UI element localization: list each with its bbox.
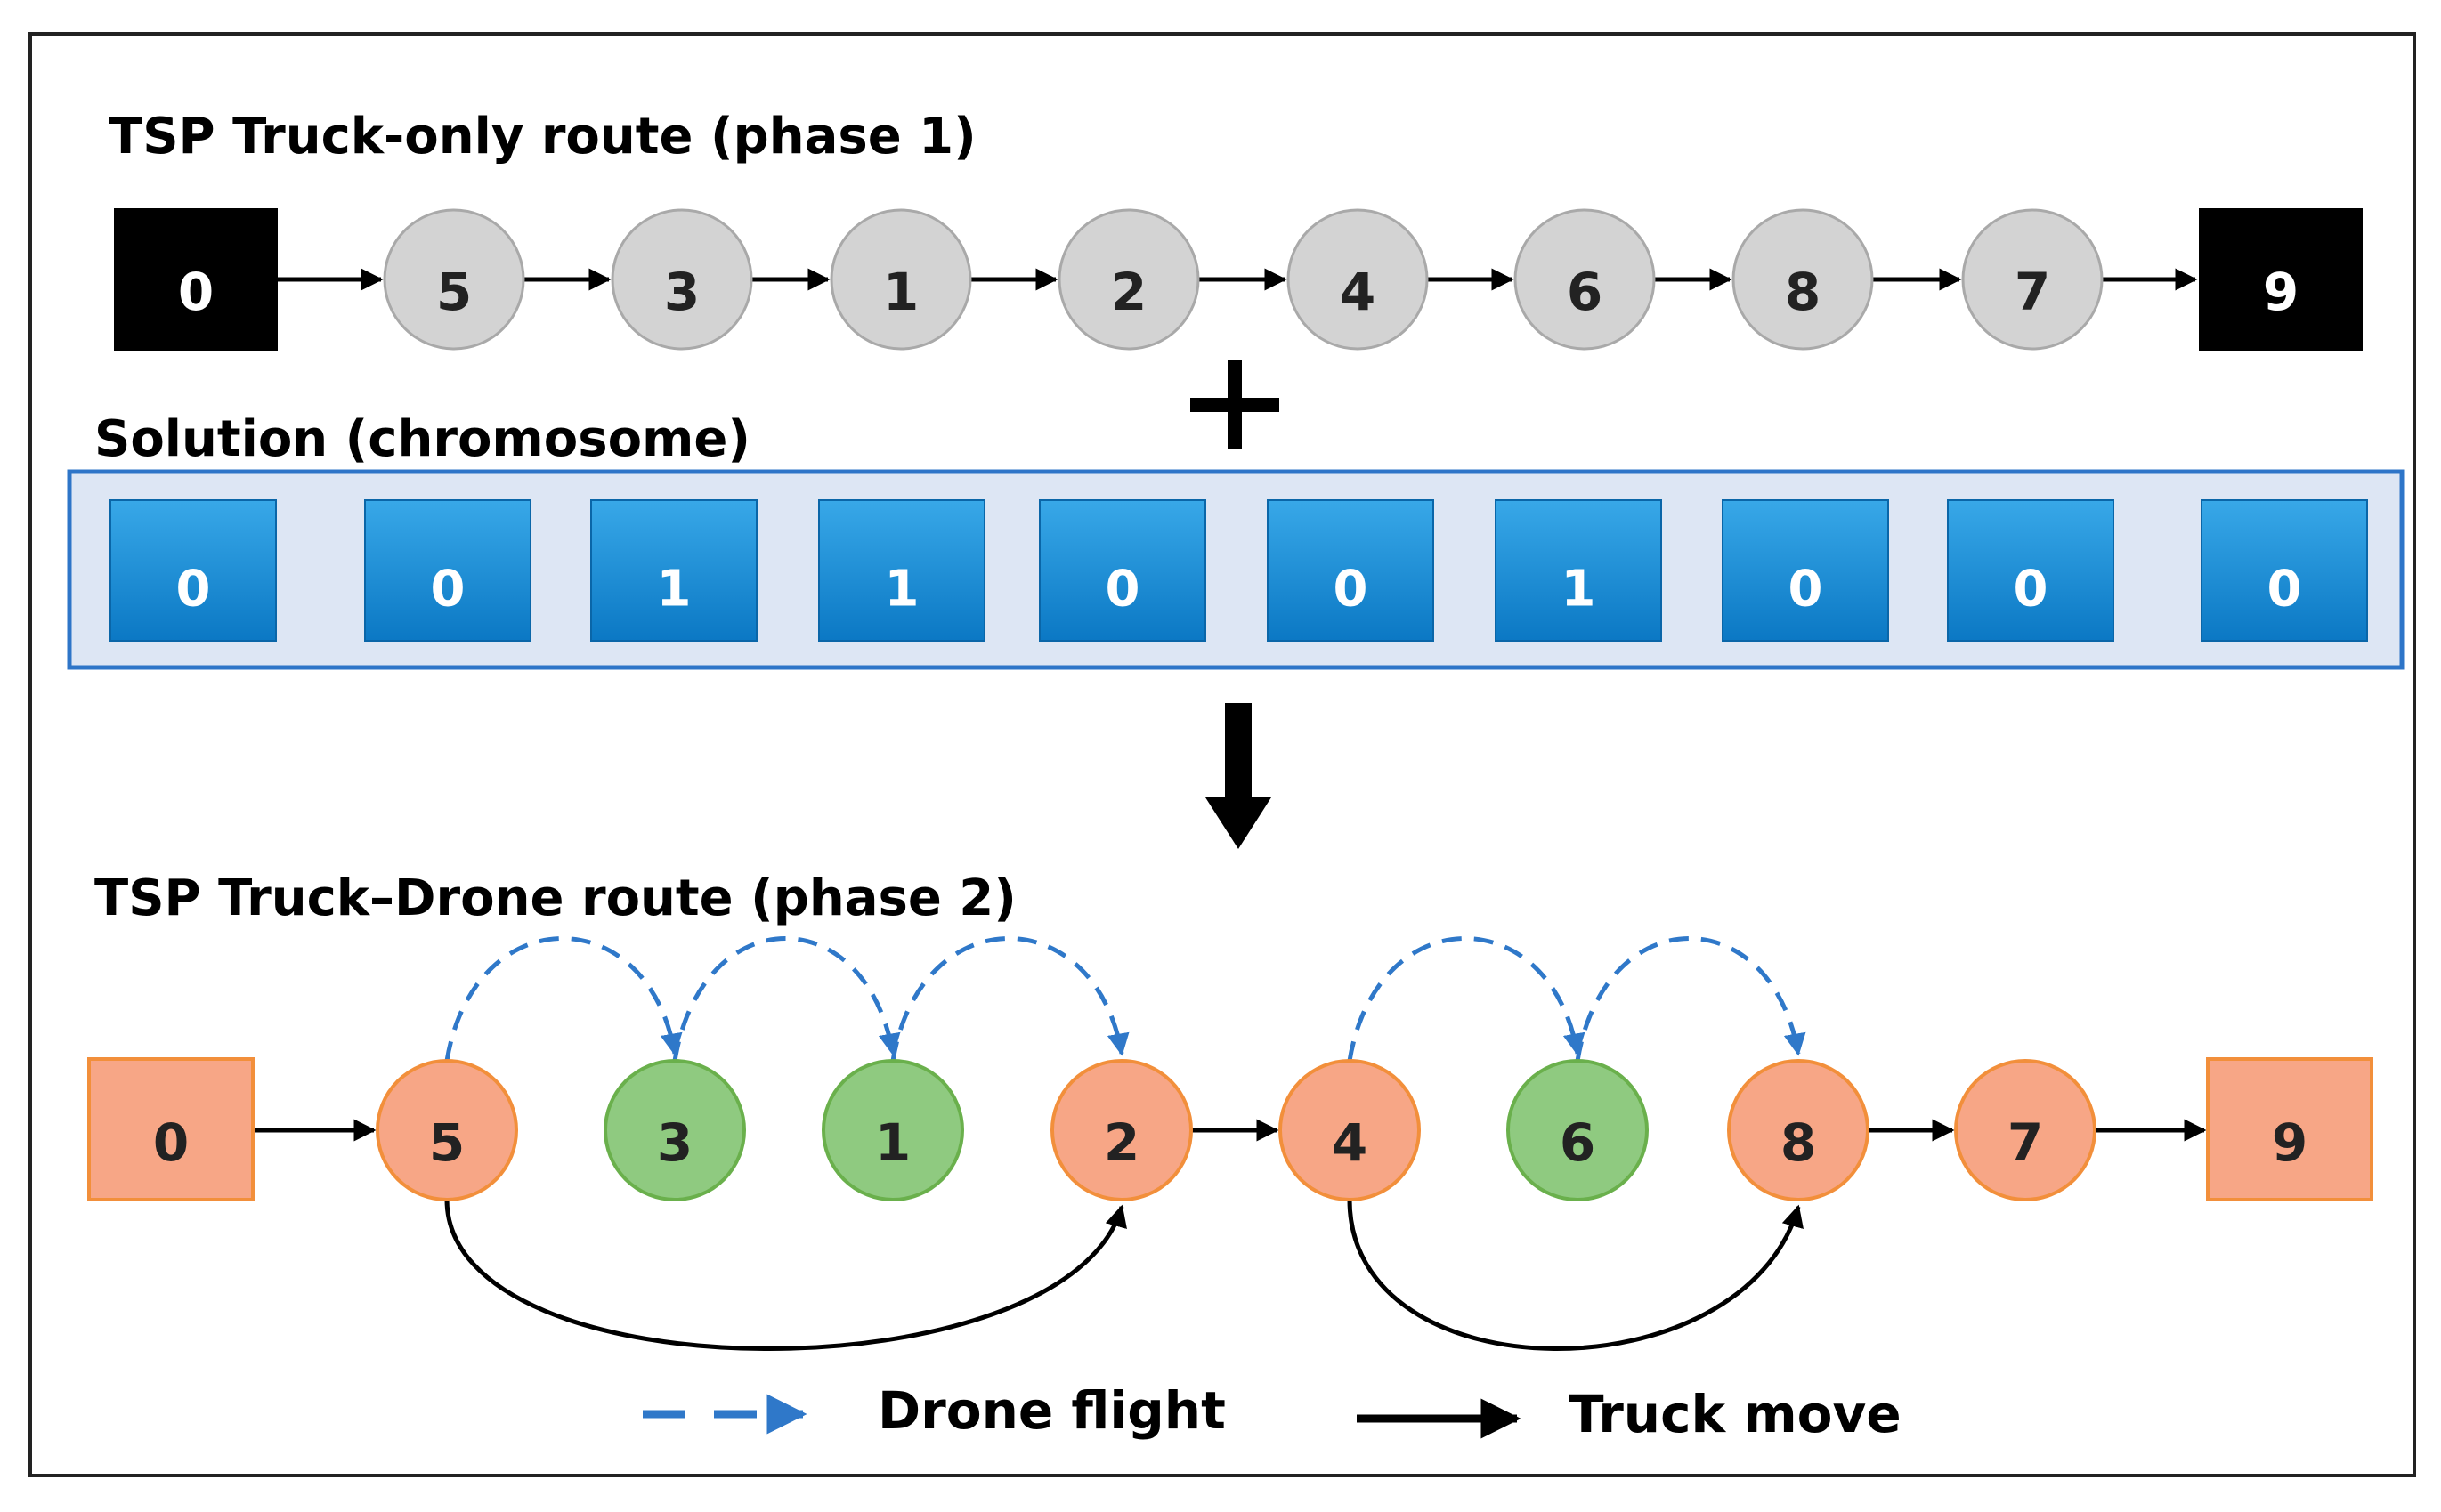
truck-move-arrow	[444, 1199, 1127, 1351]
phase1-node-label: 5	[436, 262, 472, 322]
drone-flight-arrows	[444, 936, 1806, 1062]
gene-value: 0	[2267, 561, 2302, 619]
legend: Drone flight Truck move	[643, 1380, 1902, 1444]
truck-node	[376, 1059, 518, 1201]
gene-cell	[1947, 499, 2114, 642]
gene-cell	[1495, 499, 1662, 642]
phase1-node-label: 4	[1340, 262, 1375, 322]
gene-cell	[1722, 499, 1889, 642]
phase1-node-label: 7	[2015, 262, 2050, 322]
gene-cell	[2201, 499, 2368, 642]
phase2-node-label: 3	[657, 1112, 693, 1173]
phase2-depot	[2206, 1057, 2373, 1201]
gene-value: 0	[176, 561, 211, 619]
legend-drone-label: Drone flight	[878, 1380, 1226, 1441]
truck-node	[1050, 1059, 1193, 1201]
drone-customer-node	[604, 1059, 746, 1201]
truck-move-arrows	[253, 1119, 2207, 1351]
gene-cell	[1267, 499, 1434, 642]
gene-value: 1	[657, 561, 692, 619]
phase2-node-label: 5	[429, 1112, 465, 1173]
phase2-node-label: 9	[2272, 1112, 2307, 1173]
phase1-node	[1513, 208, 1656, 351]
phase2-node-label: 0	[153, 1112, 189, 1173]
phase1-node-label: 6	[1567, 262, 1602, 322]
truck-node	[1954, 1059, 2096, 1201]
drone-flight-arrow	[1575, 936, 1806, 1062]
plus-icon	[1190, 360, 1279, 449]
gene-cell	[364, 499, 531, 642]
gene-value: 0	[1334, 561, 1368, 619]
gene-value: 0	[2014, 561, 2048, 619]
phase1-node	[1058, 208, 1200, 351]
gene-cell	[590, 499, 758, 642]
drone-flight-arrow	[890, 936, 1130, 1062]
gene-value: 0	[1788, 561, 1823, 619]
drone-flight-arrow	[672, 936, 901, 1062]
gene-cell	[818, 499, 985, 642]
drone-flight-arrow	[1347, 936, 1585, 1062]
phase1-node	[1731, 208, 1874, 351]
phase2-node-label: 8	[1780, 1112, 1816, 1173]
phase2-route: 0 5 3 1 2 4 6 8 7 9	[87, 1057, 2373, 1201]
phase1-depot	[2199, 208, 2363, 351]
phase2-node-label: 4	[1332, 1112, 1367, 1173]
phase1-node-label: 3	[664, 262, 700, 322]
drone-customer-node	[1506, 1059, 1649, 1201]
phase1-node-label: 1	[883, 262, 919, 322]
phase1-node-label: 0	[178, 262, 214, 322]
legend-truck-label: Truck move	[1569, 1384, 1902, 1444]
phase2-title: TSP Truck–Drone route (phase 2)	[94, 869, 1017, 927]
phase2-depot	[87, 1057, 255, 1201]
phase1-node	[1961, 208, 2104, 351]
truck-move-arrow	[1347, 1199, 1804, 1351]
phase1-route: 0 5 3 1 2 4 6 8 7 9	[114, 208, 2363, 351]
chromosome-genes: 0 0 1 1 0 0 1 0 0 0	[109, 499, 2368, 642]
phase1-node-label: 8	[1785, 262, 1821, 322]
phase2-node-label: 1	[875, 1112, 911, 1173]
gene-cell	[1039, 499, 1206, 642]
phase1-node	[383, 208, 525, 351]
gene-value: 1	[885, 561, 920, 619]
phase2-node-label: 7	[2007, 1112, 2043, 1173]
gene-cell	[109, 499, 277, 642]
phase1-node-label: 9	[2263, 262, 2299, 322]
phase2-node-label: 2	[1104, 1112, 1139, 1173]
gene-value: 1	[1561, 561, 1596, 619]
drone-flight-arrow	[444, 936, 683, 1062]
phase1-node-label: 2	[1111, 262, 1147, 322]
phase1-depot	[114, 208, 278, 351]
phase2-node-label: 6	[1560, 1112, 1595, 1173]
phase1-node	[1286, 208, 1429, 351]
truck-node	[1727, 1059, 1869, 1201]
down-arrow-icon	[1205, 703, 1271, 849]
phase1-title: TSP Truck-only route (phase 1)	[109, 108, 977, 166]
phase1-node	[830, 208, 972, 351]
phase1-node	[611, 208, 753, 351]
gene-value: 0	[431, 561, 466, 619]
gene-value: 0	[1106, 561, 1140, 619]
solution-title: Solution (chromosome)	[94, 410, 750, 468]
drone-customer-node	[822, 1059, 964, 1201]
truck-node	[1278, 1059, 1421, 1201]
